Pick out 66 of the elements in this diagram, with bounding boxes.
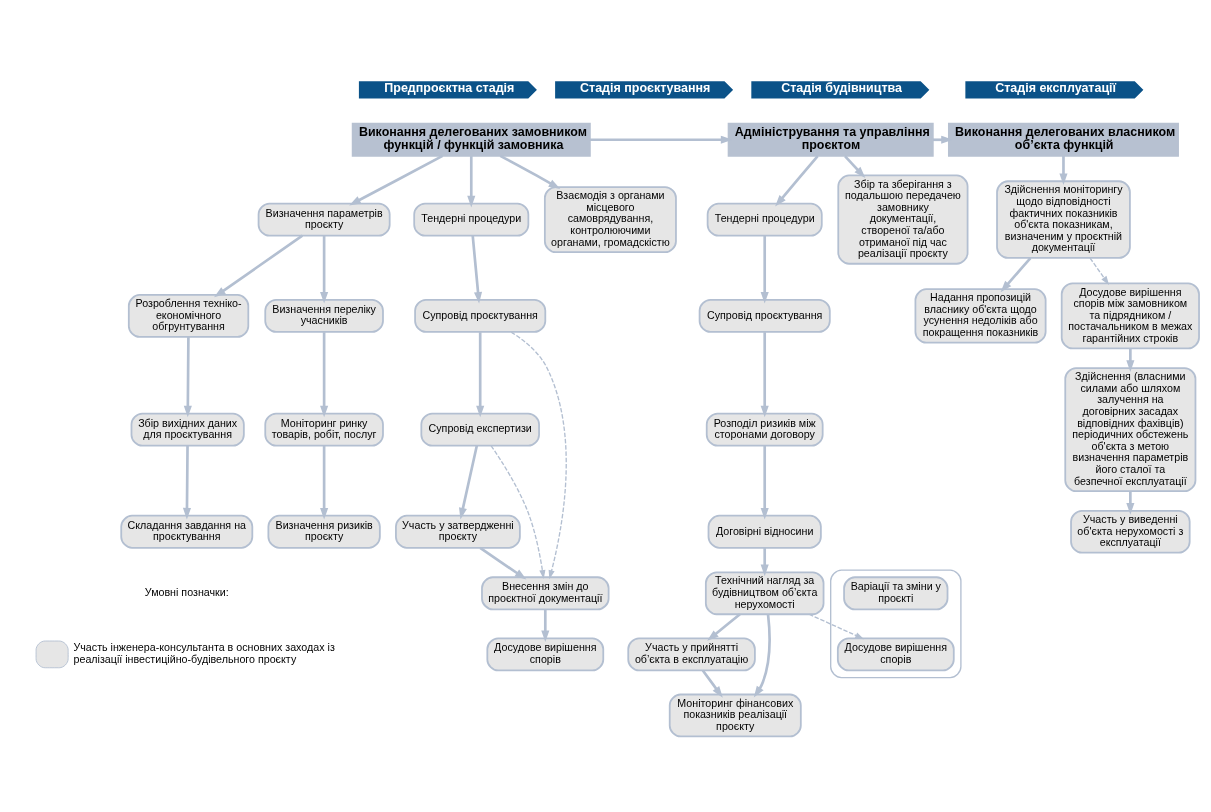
node-box: Моніторинг фінансових показників реалізації проєкту <box>668 693 802 738</box>
arrow <box>320 332 329 418</box>
cluster <box>830 569 962 679</box>
node-box: Тендерні процедури <box>706 202 823 237</box>
arrow <box>471 235 483 304</box>
node-box: Участь у виведенні об'єкта нерухомості з експлуатації <box>1070 509 1191 554</box>
arrow <box>1126 491 1135 515</box>
arrow <box>541 609 550 643</box>
arrow <box>760 548 769 577</box>
node-box: Визначення переліку учасників <box>264 299 384 333</box>
arrow <box>476 332 485 418</box>
arrow <box>760 332 769 418</box>
node-box: Моніторинг ринку товарів, робіт, послуг <box>264 412 384 447</box>
node-box: Розроблення техніко-економічного обгрунтування <box>127 294 250 338</box>
node-box: Технічний нагляд за будівництвом об’єкта нерухомості <box>704 571 825 616</box>
arrow <box>467 156 476 208</box>
arrow <box>1059 156 1068 186</box>
node-box: Визначення параметрів проєкту <box>257 202 391 237</box>
arrow <box>499 154 561 190</box>
node-box: Надання пропозицій власнику об'єкта щодо усунення недоліків або покращення показників <box>914 288 1047 344</box>
node-box: Збір та зберігання з подальшою передачею замовнику документації, створеної та/або отриманої під час реалізації проєкту <box>837 174 969 265</box>
arrow <box>753 614 771 698</box>
node-box: Досудове вирішення спорів <box>486 637 605 672</box>
node-box: Здійснення (власними силами або шляхом залучення на договірних засадах відповідних фахівців) періодичних обстежень об'єкта з метою визначення параметрів його сталої та безпечної експлуатації <box>1064 367 1197 493</box>
arrow <box>183 337 192 418</box>
arrow <box>490 445 546 579</box>
arrow <box>843 155 866 179</box>
node-box: Супровід проєктування <box>414 299 547 333</box>
node-box: Досудове вирішення спорів <box>836 637 955 672</box>
node-box: Тендерні процедури <box>413 202 530 237</box>
node-box: Взаємодія з органами місцевого самоврядування, контролюючими органами, громадскістю <box>543 186 677 254</box>
arrow <box>459 445 479 520</box>
arrow <box>760 235 769 304</box>
node-box: Договірні відносини <box>707 514 822 549</box>
arrow <box>320 445 329 520</box>
arrow <box>707 613 741 641</box>
arrow <box>510 331 567 580</box>
node-box: Участь у затвердженні проєкту <box>395 514 521 549</box>
node-box: Визначення ризиків проєкту <box>267 514 381 549</box>
arrow <box>808 613 865 640</box>
arrow <box>479 546 527 580</box>
node-box: Виконання делегованих замовником функцій / функцій замовника <box>351 122 591 157</box>
node-box: Супровід експертизи <box>420 412 540 447</box>
node-box: Розподіл ризиків між сторонами договору <box>705 412 824 447</box>
node-box: Виконання делегованих власником об’єкта функцій <box>947 122 1179 157</box>
node-box: Здійснення моніторингу щодо відповідності фактичних показників об'єкта показникам, визначеним у проєктній документації <box>996 180 1131 259</box>
node-box: Участь у прийнятті об’єкта в експлуатацію <box>627 637 756 672</box>
arrow <box>760 445 769 520</box>
node-box: Внесення змін до проєктної документації <box>481 576 610 611</box>
node-box: Збір вихідних даних для проєктування <box>130 412 245 447</box>
legend-label: Участь інженера-консультанта в основних заходах із реалізації інвестиційно-будівельного проєкту <box>73 641 335 665</box>
label: Умовні позначки: <box>144 586 229 599</box>
arrow <box>1126 348 1135 372</box>
arrow <box>1089 257 1110 285</box>
node-box: Варіації та зміни у проєкті <box>843 576 949 611</box>
arrow <box>349 154 444 206</box>
arrow <box>214 234 304 298</box>
arrow <box>320 235 329 304</box>
arrow <box>1000 257 1032 293</box>
arrow <box>182 445 192 520</box>
node-box: Супровід проєктування <box>698 299 831 333</box>
arrow <box>775 155 819 207</box>
node-box: Адміністрування та управління проєктом <box>727 122 934 157</box>
arrow <box>701 669 723 698</box>
node-box: Складання завдання на проєктування <box>120 514 254 549</box>
node-box: Досудове вирішення спорів між замовником та підрядником / постачальником в межах гарантійних строків <box>1060 282 1200 350</box>
